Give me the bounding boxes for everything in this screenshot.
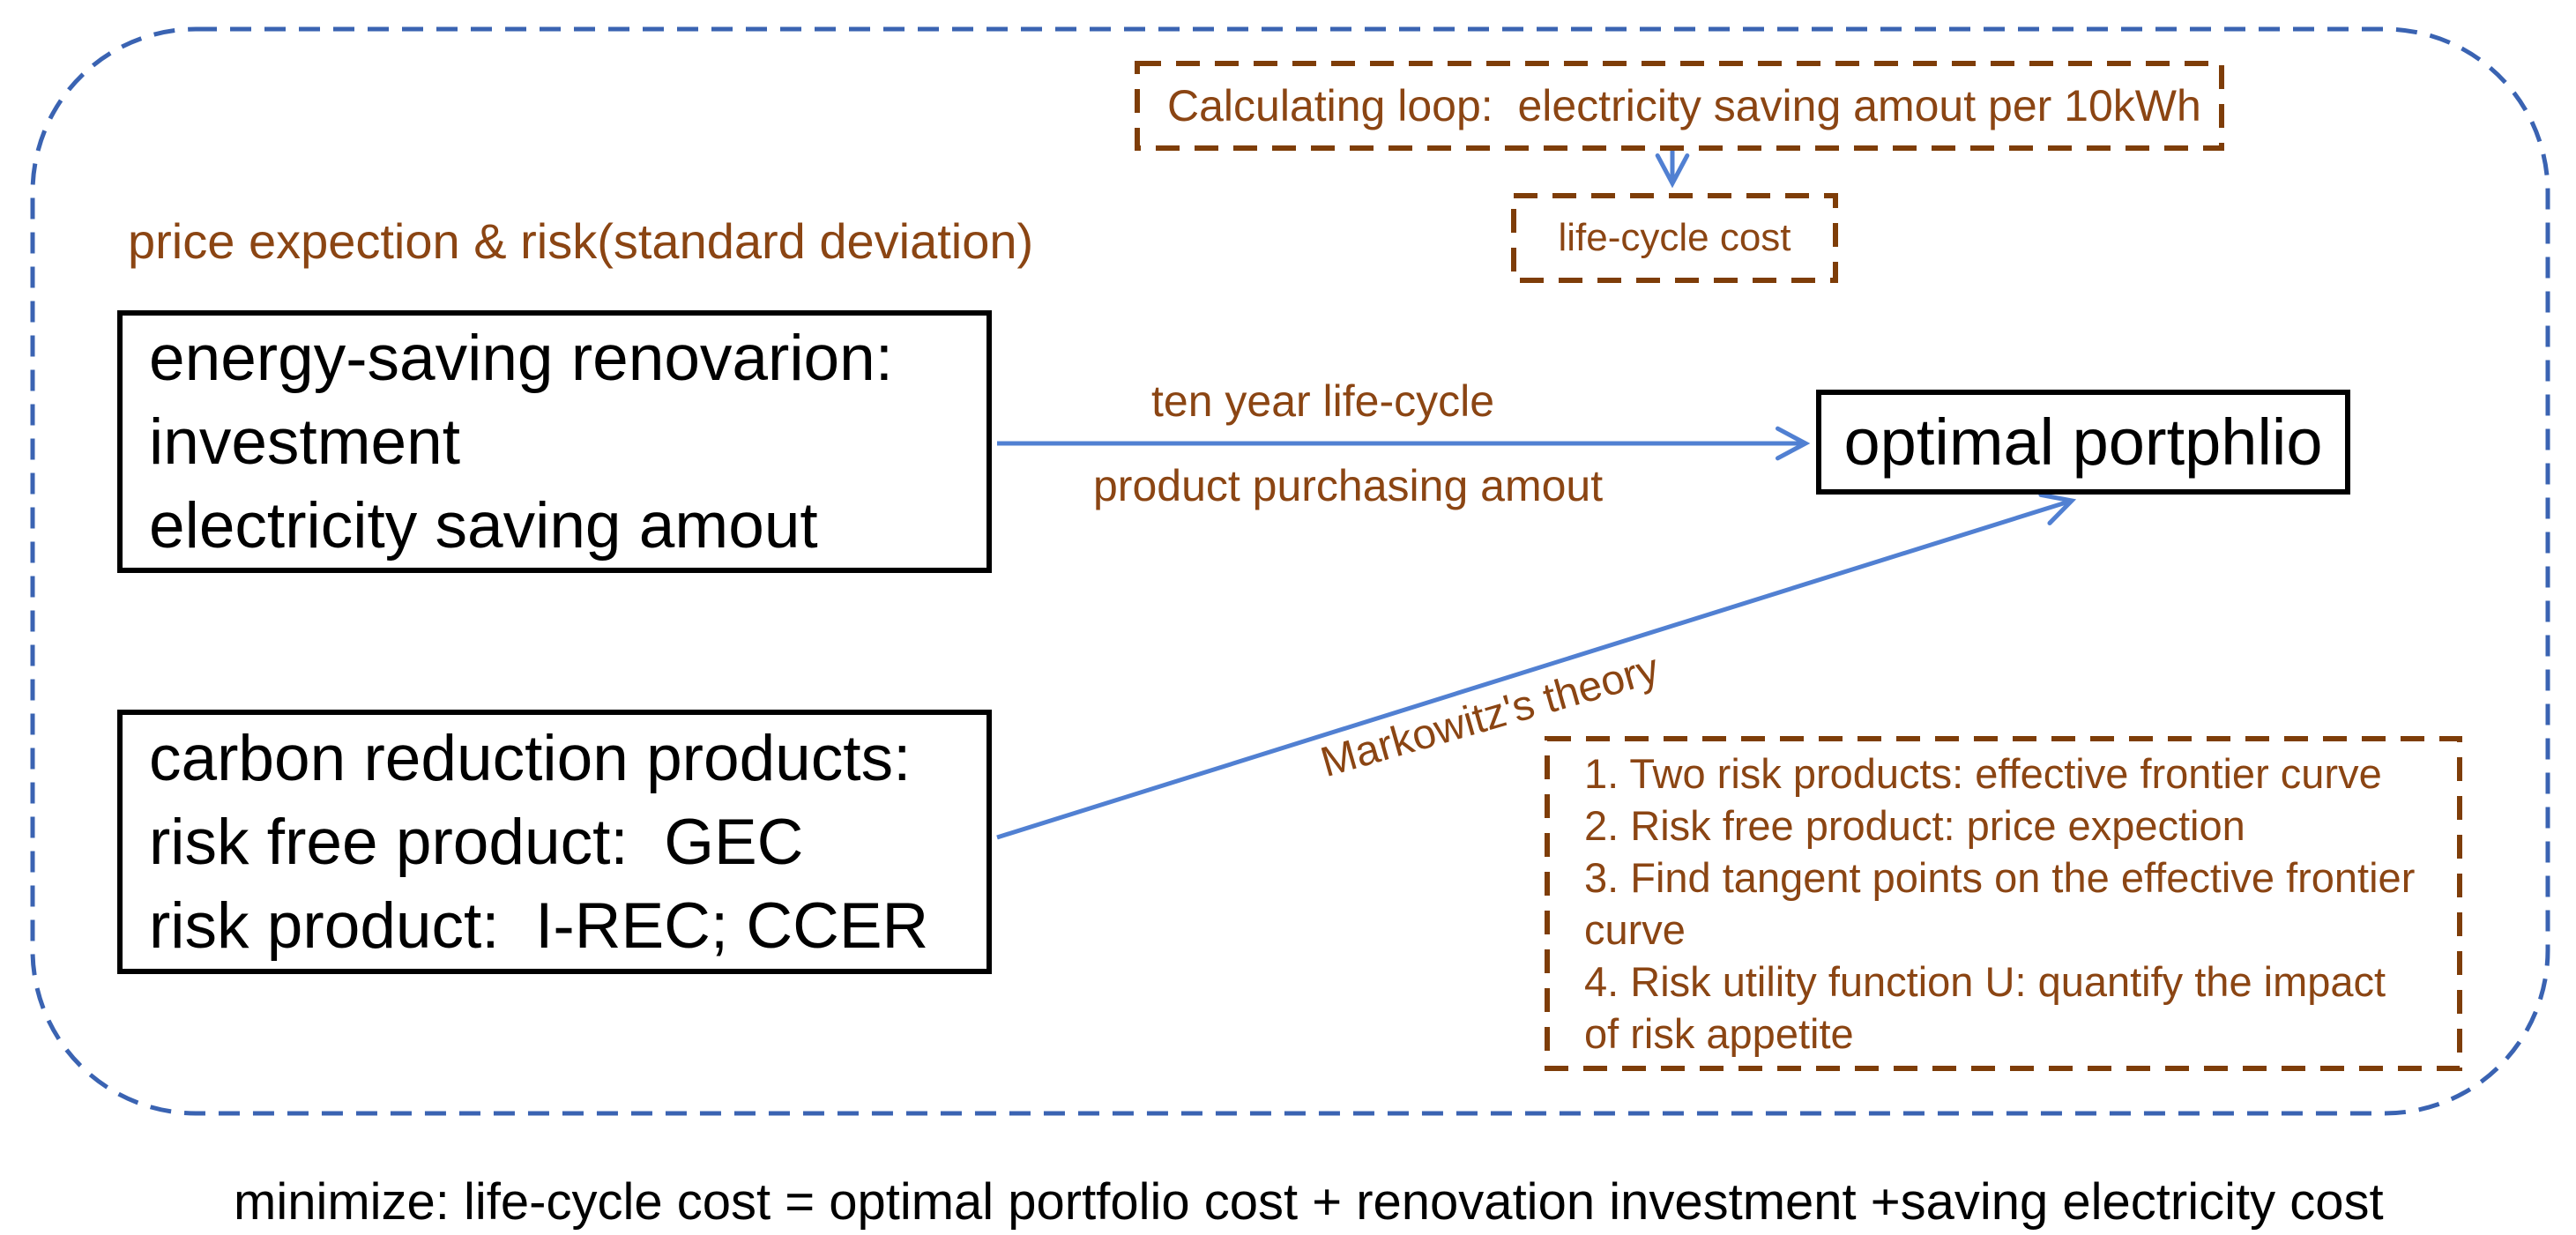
carbon-box-line-2: risk free product: GEC (149, 806, 804, 878)
optimal-portfolio-label: optimal portphlio (1843, 405, 2323, 479)
life-cycle-box-label: life-cycle cost (1558, 216, 1791, 259)
optimal-portfolio-box: optimal portphlio (1816, 390, 2350, 495)
energy-box-line-3: electricity saving amout (149, 489, 818, 562)
calc-loop-box-label: Calculating loop: electricity saving amo… (1167, 81, 2201, 130)
energy-box-line-2: investment (149, 405, 460, 478)
theory-step-1: 1. Two risk products: effective frontier… (1584, 750, 2382, 797)
carbon-products-box: carbon reduction products: risk free pro… (117, 710, 992, 974)
arrow-label-ten-year-life-cycle: ten year life-cycle (1151, 376, 1495, 426)
arrow-label-product-purchasing: product purchasing amout (1093, 461, 1604, 510)
theory-step-2: 2. Risk free product: price expection (1584, 802, 2245, 849)
theory-step-3: 3. Find tangent points on the effective … (1584, 854, 2416, 953)
price-risk-label: price expection & risk(standard deviatio… (128, 213, 1034, 269)
theory-steps-box: 1. Two risk products: effective frontier… (1547, 739, 2460, 1068)
carbon-box-line-1: carbon reduction products: (149, 722, 912, 794)
energy-box-line-1: energy-saving renovarion: (149, 322, 894, 394)
theory-step-4: 4. Risk utility function U: quantify the… (1584, 958, 2386, 1057)
energy-saving-box: energy-saving renovarion: investment ele… (117, 310, 992, 573)
minimize-equation-label: minimize: life-cycle cost = optimal port… (234, 1173, 2384, 1231)
carbon-box-line-3: risk product: I-REC; CCER (149, 889, 929, 962)
